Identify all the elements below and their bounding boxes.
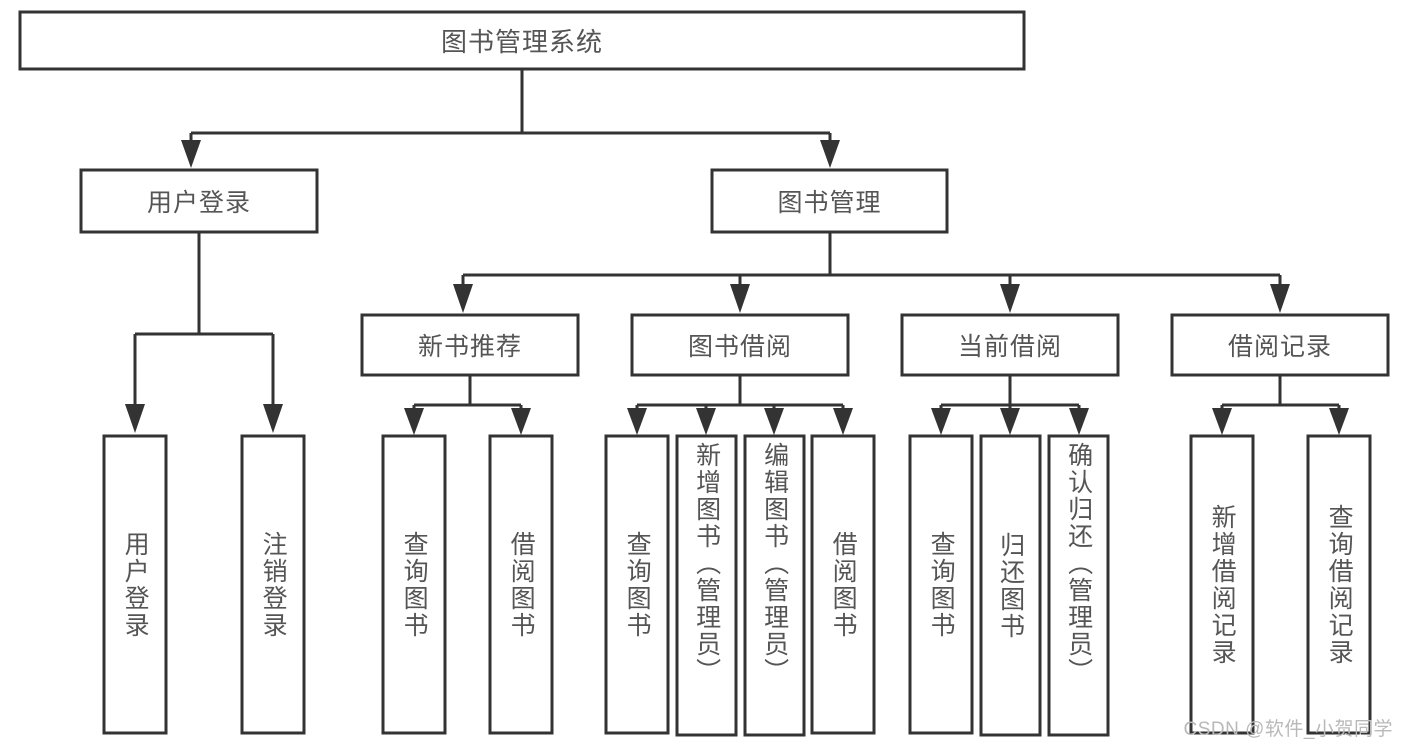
connector-group-borrow-record xyxy=(1212,376,1349,435)
node-box-leaf-add-book[interactable] xyxy=(675,434,738,737)
connector-group-root xyxy=(181,69,840,168)
arrowhead-leaf-query-book-3 xyxy=(931,408,951,435)
arrowhead-leaf-confirm-return xyxy=(1069,408,1089,435)
node-box-leaf-confirm-return[interactable] xyxy=(1047,434,1110,737)
node-box-root[interactable] xyxy=(18,10,1026,71)
node-box-leaf-query-book-3[interactable] xyxy=(908,434,974,735)
node-box-leaf-borrow-book-2[interactable] xyxy=(810,434,876,735)
node-box-leaf-logout[interactable] xyxy=(240,434,306,735)
arrowhead-book-mgmt xyxy=(820,140,840,168)
arrowhead-book-borrow xyxy=(730,284,750,313)
node-box-leaf-add-record[interactable] xyxy=(1189,434,1255,735)
node-box-current-borrow[interactable] xyxy=(900,313,1120,377)
node-box-user-login[interactable] xyxy=(79,168,319,234)
arrowhead-leaf-return-book xyxy=(1000,408,1020,435)
arrowhead-new-book-rec xyxy=(453,284,473,313)
node-box-leaf-query-book-2[interactable] xyxy=(604,434,670,735)
arrowhead-leaf-add-record xyxy=(1212,408,1232,435)
connector-group-new-book-rec xyxy=(404,376,531,435)
arrowhead-leaf-query-book-1 xyxy=(404,408,424,435)
node-box-leaf-borrow-book-1[interactable] xyxy=(488,434,554,735)
node-box-leaf-edit-book[interactable] xyxy=(743,434,806,737)
node-box-leaf-return-book[interactable] xyxy=(979,434,1042,737)
arrowhead-leaf-borrow-book-2 xyxy=(833,408,853,435)
arrowhead-user-login xyxy=(181,140,201,168)
node-box-leaf-query-book-1[interactable] xyxy=(381,434,447,735)
connector-group-book-borrow xyxy=(627,376,853,435)
arrowhead-leaf-logout xyxy=(263,404,283,433)
connector-group-book-mgmt xyxy=(453,233,1290,313)
arrowhead-leaf-add-book xyxy=(696,408,716,435)
node-box-new-book-rec[interactable] xyxy=(360,313,580,377)
arrowhead-current-borrow xyxy=(1000,284,1020,313)
arrowhead-leaf-borrow-book-1 xyxy=(511,408,531,435)
arrowhead-leaf-query-book-2 xyxy=(627,408,647,435)
connector-group-current-borrow xyxy=(931,376,1089,435)
node-box-leaf-user-login[interactable] xyxy=(102,434,168,735)
connector-group-user-login xyxy=(125,233,283,433)
arrowhead-borrow-record xyxy=(1270,284,1290,313)
node-box-book-borrow[interactable] xyxy=(630,313,850,377)
arrowhead-leaf-edit-book xyxy=(764,408,784,435)
node-box-borrow-record[interactable] xyxy=(1170,313,1390,377)
arrowhead-leaf-user-login xyxy=(125,404,145,433)
arrowhead-leaf-query-record xyxy=(1329,408,1349,435)
node-box-book-mgmt[interactable] xyxy=(710,168,949,234)
node-box-leaf-query-record[interactable] xyxy=(1306,434,1372,735)
